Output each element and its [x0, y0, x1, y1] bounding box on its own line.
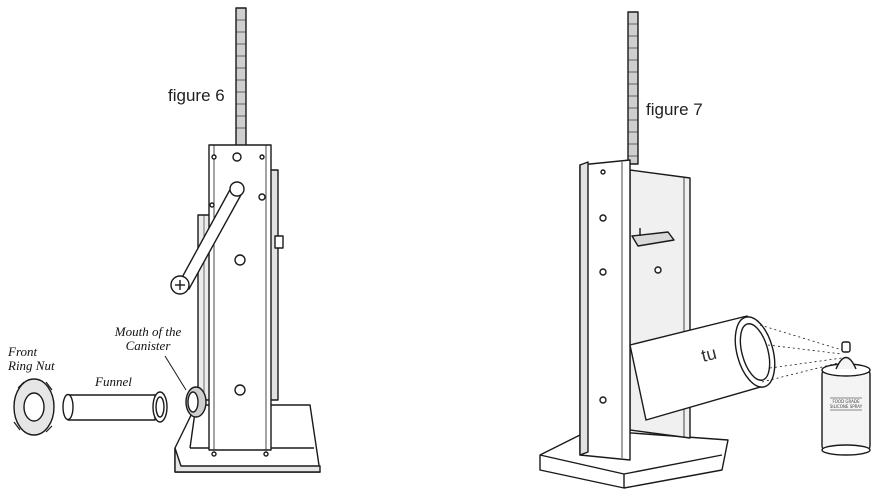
crank-hub — [229, 181, 245, 197]
funnel-label: Funnel — [95, 374, 132, 389]
canister-stamp: tu — [699, 343, 718, 366]
figure-7-caption: figure 7 — [646, 100, 703, 119]
front-ring-nut-label: Front Ring Nut — [8, 344, 55, 373]
spray-can-label-2: SILICONE SPRAY — [830, 404, 863, 409]
spray-can-label-1: FOOD GRADE — [832, 399, 859, 404]
rack-rod-fig7 — [627, 11, 639, 165]
mouth-of-canister-label: Mouth of the Canister — [114, 324, 182, 353]
figure-6-caption: figure 6 — [168, 86, 225, 105]
